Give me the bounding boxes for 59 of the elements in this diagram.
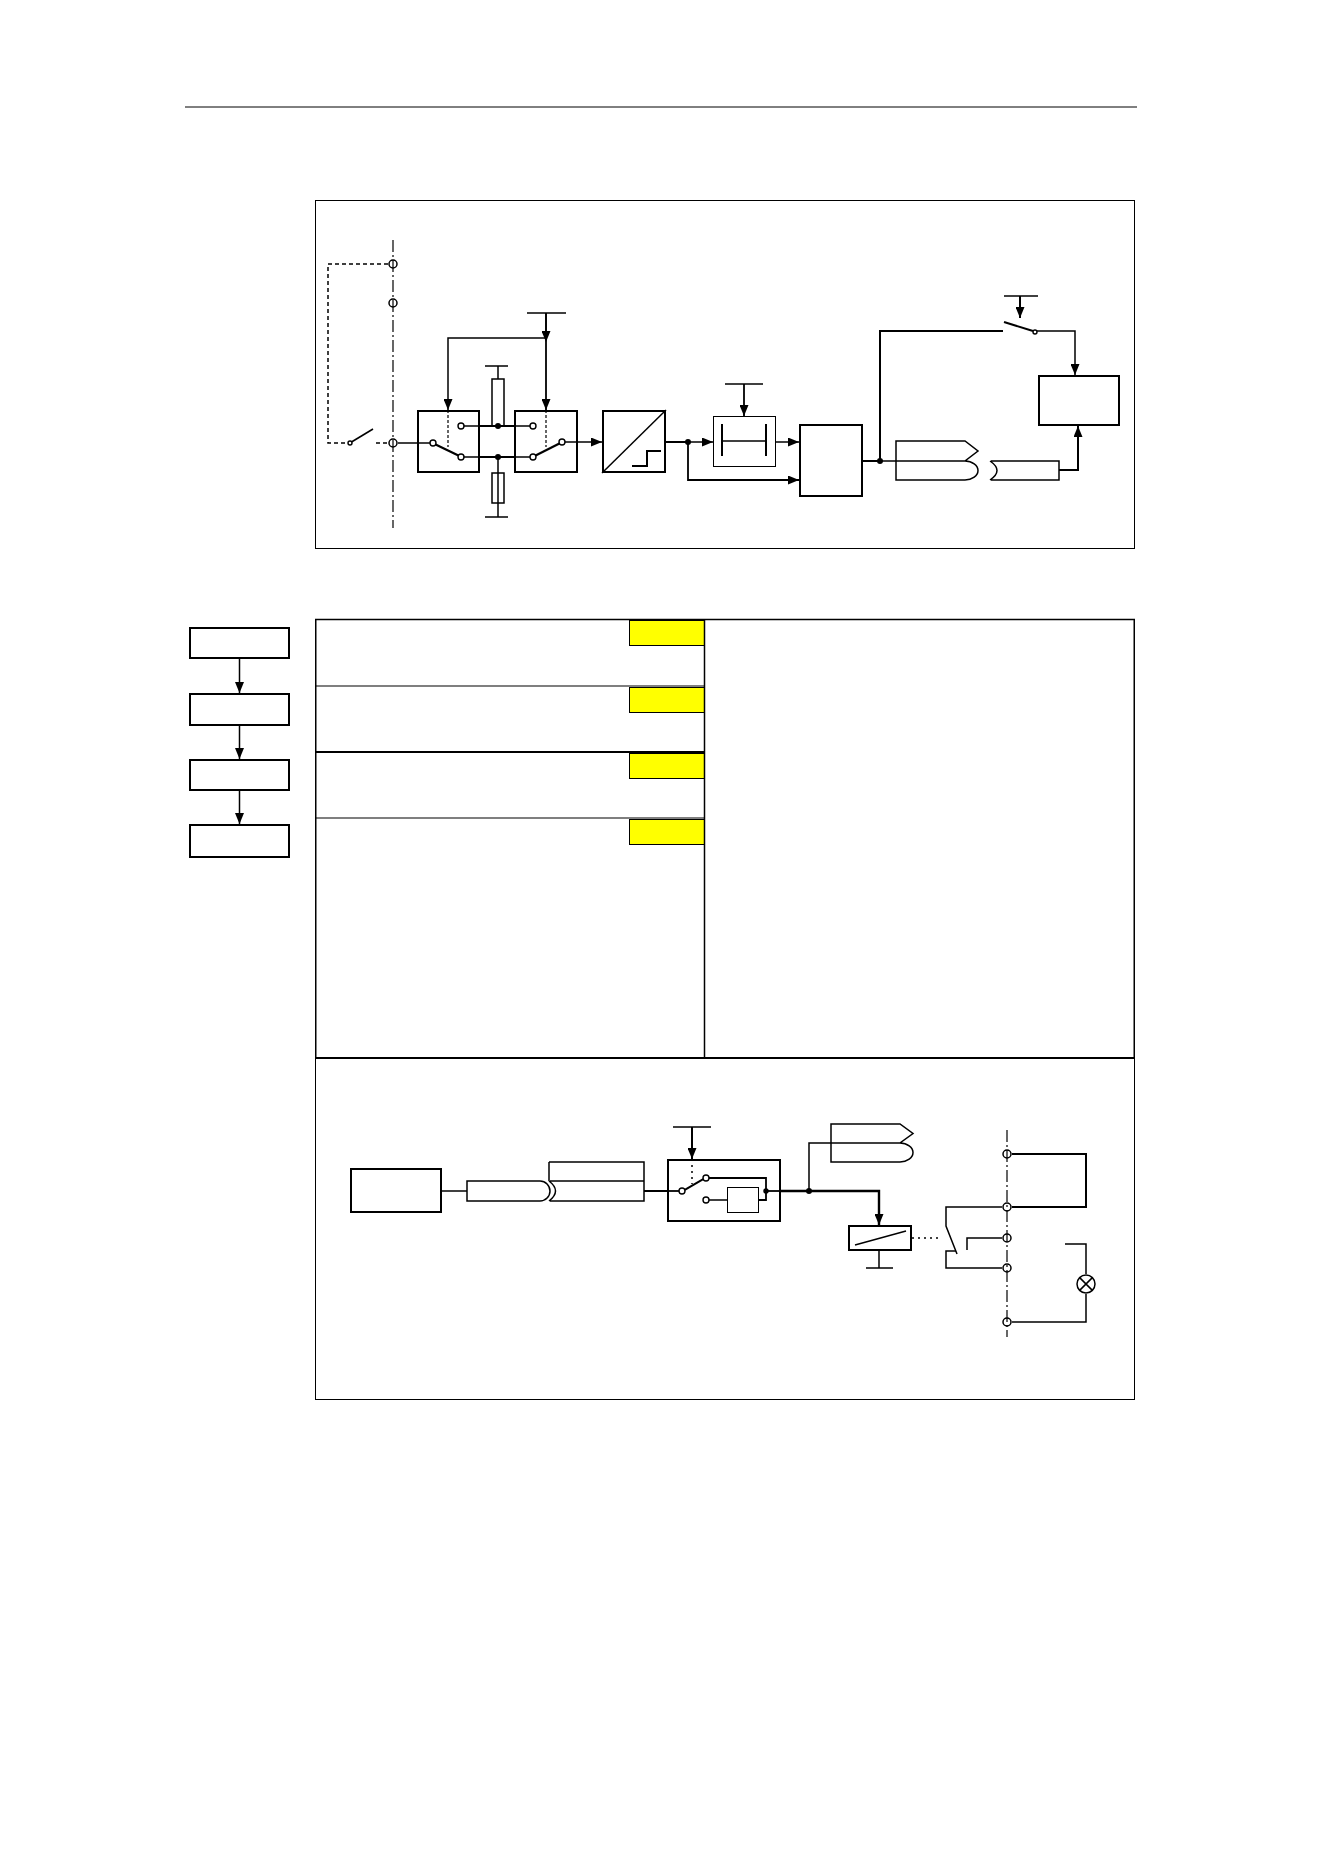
plug-connector — [466, 1180, 550, 1201]
plug-connector — [830, 1123, 914, 1162]
arrow — [577, 437, 603, 447]
converter-block — [601, 409, 666, 473]
flow-step — [189, 627, 290, 659]
switch-block — [513, 409, 578, 473]
signal-line — [397, 442, 418, 444]
signal-line — [945, 1206, 1003, 1217]
signal-line — [1011, 1153, 1087, 1208]
signal-line — [1011, 1293, 1087, 1323]
arrow — [235, 790, 244, 825]
arrow — [235, 725, 244, 760]
flow-step — [189, 759, 290, 791]
terminal-icon — [387, 297, 398, 308]
terminal-icon — [1001, 1232, 1012, 1243]
terminal-icon — [1001, 1316, 1012, 1327]
arrow — [1039, 330, 1080, 376]
flow-step — [189, 693, 290, 726]
terminal-icon — [1001, 1201, 1012, 1212]
signal-line — [479, 425, 515, 427]
lamp-icon — [1075, 1273, 1096, 1294]
terminal-icon — [387, 258, 398, 269]
arrow — [542, 312, 551, 411]
arrow — [739, 383, 749, 417]
arrow — [665, 441, 800, 485]
terminal-icon — [387, 437, 398, 448]
diagram-panel — [315, 200, 1135, 549]
switch-block — [416, 409, 480, 473]
terminal-icon — [1001, 1148, 1012, 1159]
inner-block — [726, 1186, 759, 1213]
circuit-panel — [315, 1057, 1135, 1400]
socket-connector — [548, 1161, 644, 1201]
arrow — [687, 1126, 697, 1160]
switch-icon — [345, 426, 376, 447]
signal-line — [974, 1237, 1003, 1239]
arrow — [235, 658, 244, 694]
dashed-line — [375, 442, 389, 444]
arrow — [1015, 295, 1025, 319]
signal-line — [945, 1257, 1003, 1269]
function-block — [798, 423, 863, 497]
switch-block — [666, 1158, 781, 1222]
signal-line — [643, 1190, 668, 1192]
arrow — [1058, 425, 1083, 471]
dashed-line — [911, 1237, 941, 1239]
arrow — [781, 1189, 884, 1225]
signal-line — [862, 460, 897, 462]
function-block — [349, 1167, 442, 1213]
socket-connector — [989, 460, 1059, 480]
arrow — [775, 437, 800, 447]
signal-line — [441, 1190, 468, 1192]
dashed-line — [327, 263, 389, 444]
flow-step — [189, 824, 290, 858]
signal-line — [1064, 1243, 1087, 1275]
relay-coil — [847, 1224, 912, 1251]
signal-line — [479, 456, 515, 458]
terminal-icon — [1001, 1262, 1012, 1273]
plug-connector — [895, 440, 979, 480]
filter-block — [712, 415, 776, 467]
output-block — [1037, 374, 1120, 426]
